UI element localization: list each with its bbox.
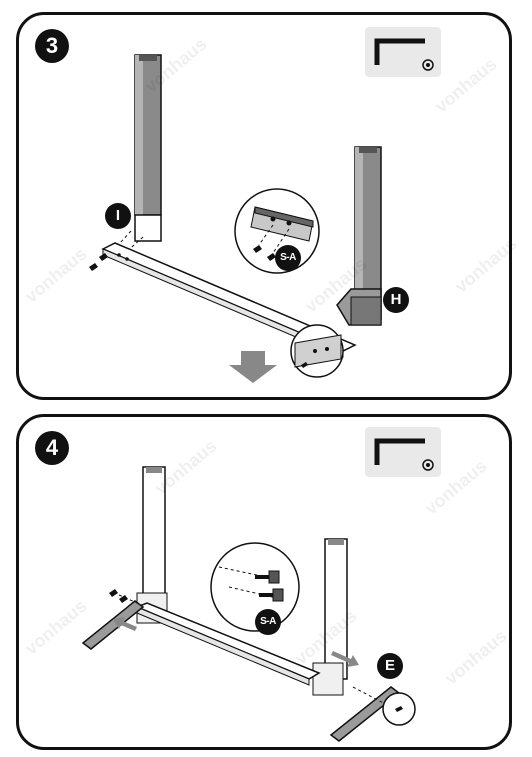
step-3-illustration [89,54,382,383]
step-number-badge: 4 [35,431,69,465]
down-arrow-icon [229,351,277,383]
screw-label: S-A [255,609,281,635]
detail-circle-lower [290,324,344,378]
crossbar [89,242,357,358]
left-leg-column [136,466,168,624]
part-label-foot: H [383,287,409,313]
right-leg-column [312,538,348,696]
tool-box [365,427,441,477]
screw-label: S-A [275,245,301,271]
right-leg-column [336,146,382,326]
left-foot [81,589,145,650]
step-4-illustration [81,466,416,742]
step-number-badge: 3 [35,29,69,63]
part-label-leg: I [105,203,131,229]
allen-key-icon [374,438,434,471]
tool-box [365,27,441,77]
left-leg-column [108,54,162,256]
step-3-panel: 3 [16,12,520,400]
push-arrow-icon [331,651,359,667]
allen-key-icon [374,38,434,71]
detail-circle-upper [210,542,300,632]
step-4-panel: 4 [16,414,512,750]
part-label-foot: E [377,653,403,679]
crossbar [135,602,321,686]
push-arrow-icon [113,617,137,631]
